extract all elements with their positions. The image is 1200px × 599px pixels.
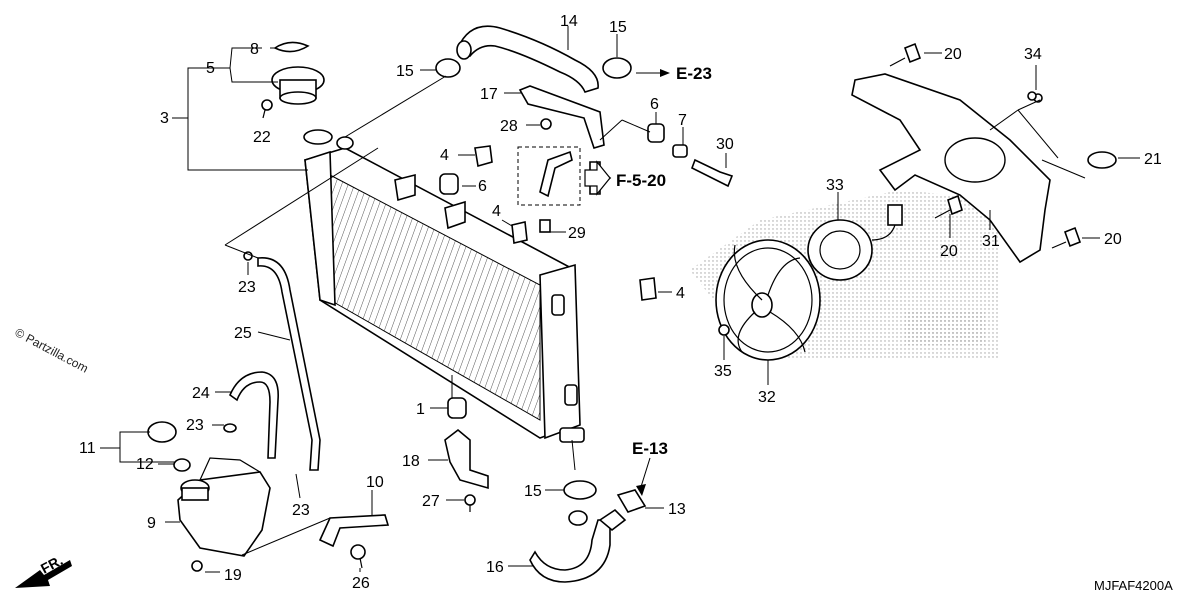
- radiator: [303, 129, 585, 443]
- label-29: 29: [568, 225, 586, 242]
- label-32: 32: [758, 389, 776, 406]
- label-26: 26: [352, 575, 370, 592]
- reserve-tank: [147, 421, 271, 572]
- label-20-mid: 20: [940, 243, 958, 260]
- label-20-top: 20: [944, 46, 962, 63]
- label-33: 33: [826, 177, 844, 194]
- label-12: 12: [136, 456, 154, 473]
- reference-arrows: [15, 69, 670, 588]
- label-11: 11: [79, 440, 96, 457]
- label-34: 34: [1024, 46, 1042, 63]
- stay-box: [517, 146, 612, 233]
- label-8: 8: [250, 41, 259, 58]
- label-4-right: 4: [676, 285, 685, 302]
- label-27: 27: [422, 493, 440, 510]
- lower-mount: [444, 397, 489, 512]
- label-20-right: 20: [1104, 231, 1122, 248]
- leader-lines: [100, 26, 1140, 573]
- label-30: 30: [716, 136, 734, 153]
- fan-motor: [807, 204, 903, 281]
- label-18: 18: [402, 453, 420, 470]
- label-1: 1: [416, 401, 425, 418]
- clips: [439, 145, 657, 301]
- front-arrow-icon: [15, 560, 72, 588]
- diagram-code: MJFAF4200A: [1094, 578, 1173, 593]
- cooling-fan: [715, 239, 821, 361]
- label-21: 21: [1144, 151, 1162, 168]
- label-9: 9: [147, 515, 156, 532]
- label-7: 7: [678, 112, 687, 129]
- fan-shroud: [851, 73, 1117, 264]
- upper-hose: [456, 25, 599, 93]
- ref-f520: F-5-20: [616, 171, 666, 190]
- label-19: 19: [224, 567, 242, 584]
- upper-bracket: [518, 85, 734, 188]
- label-28: 28: [500, 118, 518, 135]
- label-31: 31: [982, 233, 1000, 250]
- tank-stay: [318, 514, 390, 569]
- label-22: 22: [253, 129, 271, 146]
- label-10: 10: [366, 474, 384, 491]
- label-23-mid: 23: [186, 417, 204, 434]
- tubes: [229, 251, 321, 471]
- label-16: 16: [486, 559, 504, 576]
- radiator-cap: [261, 41, 325, 119]
- lower-hose: [529, 489, 647, 583]
- label-6-mid: 6: [478, 178, 487, 195]
- label-13: 13: [668, 501, 686, 518]
- hose-clamp: [435, 57, 632, 500]
- label-14: 14: [560, 13, 578, 30]
- label-6-top: 6: [650, 96, 659, 113]
- label-24: 24: [192, 385, 210, 402]
- label-15-bottom: 15: [524, 483, 542, 500]
- ref-e13: E-13: [632, 439, 668, 458]
- label-15-top-left: 15: [396, 63, 414, 80]
- label-5: 5: [206, 60, 215, 77]
- label-15-top-right: 15: [609, 19, 627, 36]
- ref-e23: E-23: [676, 64, 712, 83]
- label-17: 17: [480, 86, 498, 103]
- callout-labels: 3 5 8 22 15 14 15 E-23 17 28 6 7 30 4 6 …: [79, 13, 1162, 592]
- label-4-mid: 4: [492, 203, 501, 220]
- label-4-top: 4: [440, 147, 449, 164]
- label-23-bottom: 23: [292, 502, 310, 519]
- label-3: 3: [160, 110, 169, 127]
- label-23-top: 23: [238, 279, 256, 296]
- watermark-text: © Partzilla.com: [13, 325, 91, 375]
- label-25: 25: [234, 325, 252, 342]
- bolts: [889, 42, 1082, 249]
- label-35: 35: [714, 363, 732, 380]
